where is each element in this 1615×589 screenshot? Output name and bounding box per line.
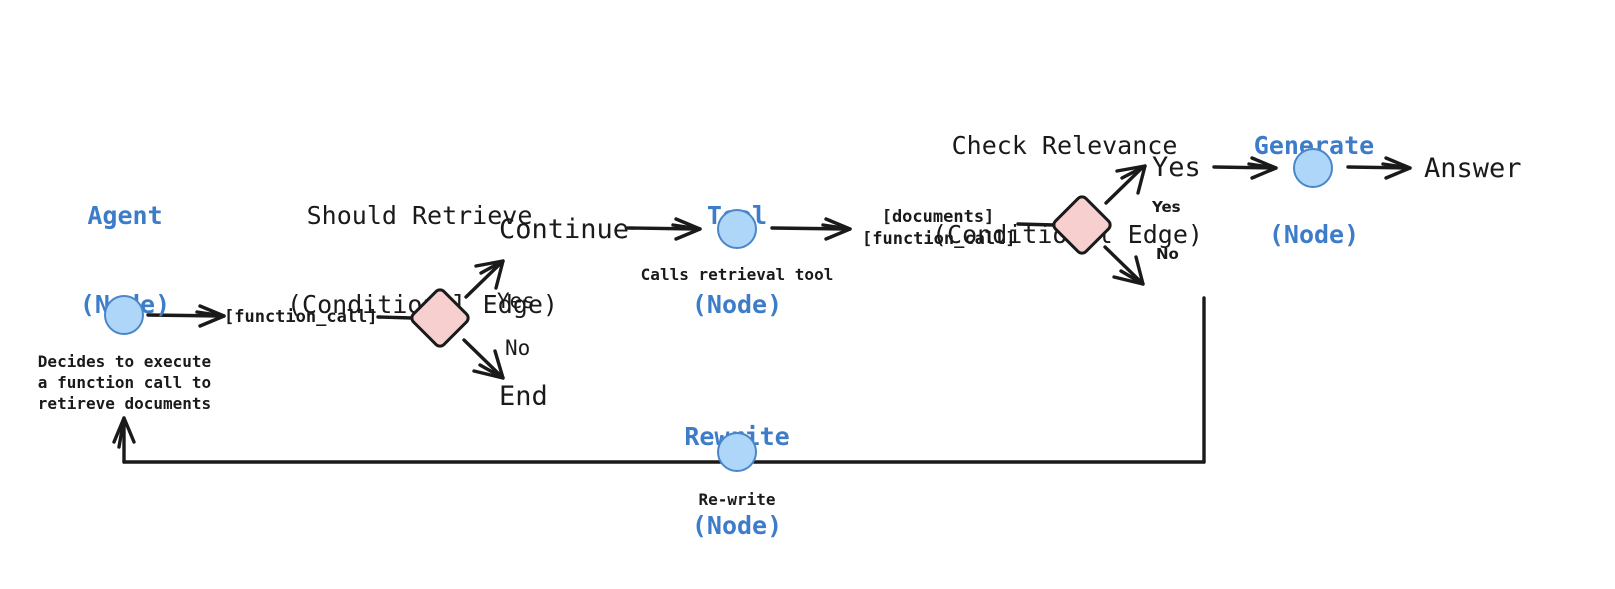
node-tool[interactable] xyxy=(717,209,757,249)
label-should-retrieve-yes: Yes xyxy=(497,289,535,313)
label-check-relevance-no: No xyxy=(1156,245,1179,263)
heading-check-relevance-line1: Check Relevance xyxy=(951,131,1178,160)
heading-generate-line2: (Node) xyxy=(1268,219,1360,249)
heading-should-retrieve-line1: Should Retrieve xyxy=(306,201,533,230)
label-continue: Continue xyxy=(499,214,630,245)
heading-generate: Generate (Node) xyxy=(1238,72,1390,308)
heading-check-relevance: Check Relevance (Conditional Edge) xyxy=(932,72,1203,308)
heading-agent-line1: Agent xyxy=(87,201,163,230)
caption-tool: Calls retrieval tool xyxy=(640,265,834,284)
heading-tool: Tool (Node) xyxy=(666,142,808,378)
heading-tool-line2: (Node) xyxy=(691,289,783,319)
label-documents-function-call: [documents] [function_call] xyxy=(862,207,1016,249)
label-end: End xyxy=(499,381,548,412)
label-should-retrieve-no: No xyxy=(505,336,531,360)
label-function-call: [function_call] xyxy=(224,307,378,327)
node-agent[interactable] xyxy=(104,295,144,335)
heading-rewrite-line2: (Node) xyxy=(691,510,783,540)
label-answer: Answer xyxy=(1424,153,1522,184)
caption-agent: Decides to execute a function call to re… xyxy=(37,352,212,413)
label-yes-relevant: Yes xyxy=(1152,152,1201,183)
label-check-relevance-yes: Yes xyxy=(1152,198,1181,216)
node-generate[interactable] xyxy=(1293,148,1333,188)
caption-rewrite: Re-write xyxy=(698,490,776,509)
heading-rewrite: Rewrite (Node) xyxy=(661,363,813,589)
node-rewrite[interactable] xyxy=(717,432,757,472)
heading-agent: Agent (Node) xyxy=(54,142,196,378)
